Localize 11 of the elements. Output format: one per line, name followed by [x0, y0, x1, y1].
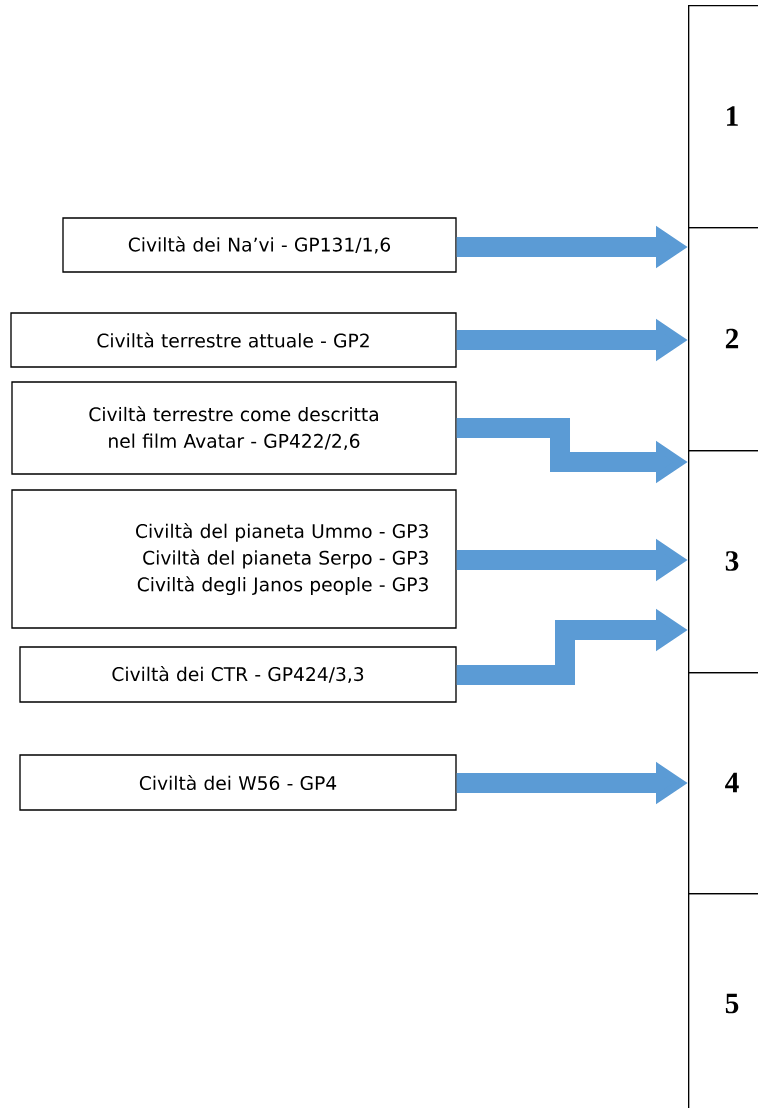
scale-band: 4 [688, 672, 758, 895]
label-box: Civiltà dei W56 - GP4 [19, 754, 457, 811]
scale-band: 5 [688, 893, 758, 1108]
label-box: Civiltà terrestre attuale - GP2 [10, 312, 457, 368]
label-box: Civiltà dei Na’vi - GP131/1,6 [62, 217, 457, 273]
label-box: Civiltà del pianeta Ummo - GP3 Civiltà del pianeta Serpo - GP3 Civiltà degli Janos people - GP3 [11, 489, 457, 629]
scale-band: 3 [688, 450, 758, 674]
label-box: Civiltà dei CTR - GP424/3,3 [19, 646, 457, 703]
label-box: Civiltà terrestre come descritta nel film Avatar - GP422/2,6 [11, 381, 457, 475]
scale-band: 2 [688, 227, 758, 452]
scale-band: 1 [688, 5, 758, 229]
